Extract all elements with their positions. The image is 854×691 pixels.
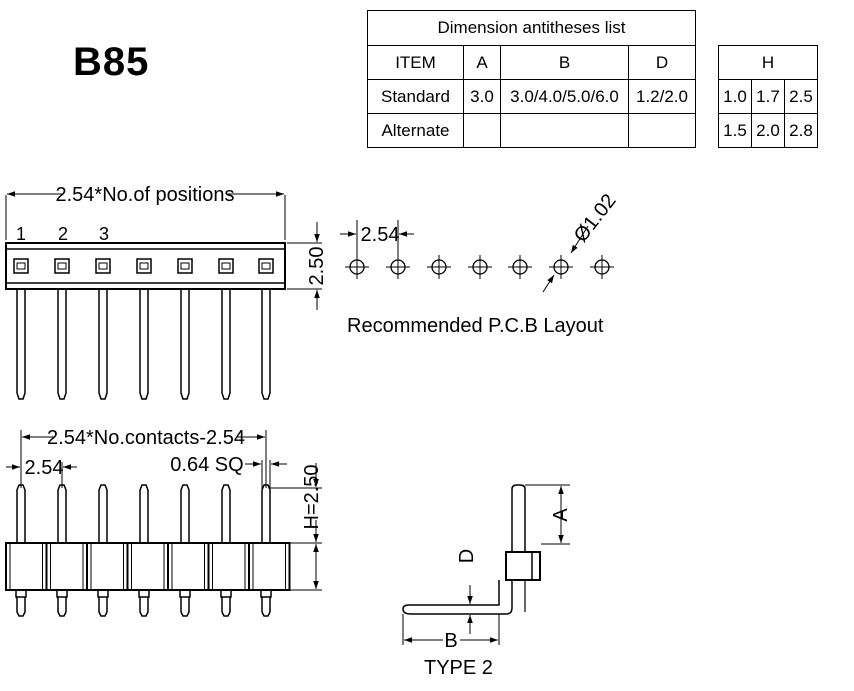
side-d-label: D [456, 549, 478, 563]
contact-square-inner [57, 262, 67, 270]
dimension-table: Dimension antitheses list ITEM A B D Sta… [367, 10, 696, 148]
front-pin-lower [16, 597, 26, 617]
front-pin-collar [220, 589, 232, 598]
table-cell: 3.0 [463, 79, 501, 114]
front-view [5, 430, 322, 617]
housing-segment [86, 542, 129, 591]
table-row: Alternate [367, 113, 696, 148]
pin-number-2: 2 [58, 224, 68, 244]
housing-segment [126, 542, 169, 591]
table-row: 1.0 1.7 2.5 [718, 79, 818, 114]
front-pin-lower [261, 597, 271, 617]
front-pin-upper [180, 484, 190, 543]
front-pin-lower [180, 597, 190, 617]
front-pin-lower [221, 597, 231, 617]
contact-square [177, 258, 193, 274]
side-view [402, 484, 570, 645]
table-cell: 1.7 [751, 79, 785, 114]
table-cell: 2.0 [751, 113, 785, 148]
front-pin-size-label: 0.64 SQ [170, 454, 243, 476]
contact-square-inner [139, 262, 149, 270]
header-d: D [628, 45, 696, 80]
pcb-hole-label: Ø1.02 [570, 190, 621, 246]
front-pin-upper [98, 484, 108, 543]
front-pin-lower [139, 597, 149, 617]
top-width-label: 2.54*No.of positions [55, 184, 234, 206]
front-height-label: H=2.50 [301, 464, 323, 529]
top-pin [98, 289, 108, 400]
housing-segment [167, 542, 210, 591]
front-pin-collar [179, 589, 191, 598]
top-height-label: 2.50 [306, 247, 328, 286]
table-cell: 1.0 [718, 79, 752, 114]
contact-square [218, 258, 234, 274]
top-pin [261, 289, 271, 400]
pcb-layout-caption: Recommended P.C.B Layout [347, 315, 604, 337]
front-span-label: 2.54*No.contacts-2.54 [47, 427, 245, 449]
dimension-table-title: Dimension antitheses list [367, 10, 696, 46]
housing-segment [5, 542, 48, 591]
table-cell [500, 113, 629, 148]
top-pin [57, 289, 67, 400]
pcb-pitch-label: 2.54 [361, 224, 400, 246]
front-pin-upper [261, 484, 271, 543]
contact-square [13, 258, 29, 274]
header-a: A [463, 45, 501, 80]
table-cell: 3.0/4.0/5.0/6.0 [500, 79, 629, 114]
contact-square-inner [221, 262, 231, 270]
front-pin-collar [97, 589, 109, 598]
top-pin [180, 289, 190, 400]
dimension-table-header-row: ITEM A B D [367, 45, 696, 80]
front-pin-collar [15, 589, 27, 598]
table-cell [628, 113, 696, 148]
contact-square-inner [98, 262, 108, 270]
pin-number-1: 1 [16, 224, 26, 244]
front-pitch-label: 2.54 [25, 457, 64, 479]
front-pin-upper [221, 484, 231, 543]
contact-square [136, 258, 152, 274]
contact-square-inner [261, 262, 271, 270]
header-item: ITEM [367, 45, 464, 80]
table-cell: 1.2/2.0 [628, 79, 696, 114]
contact-square [54, 258, 70, 274]
top-pin [16, 289, 26, 400]
front-pin-collar [56, 589, 68, 598]
front-pin-collar [138, 589, 150, 598]
housing-segment [207, 542, 250, 591]
h-table: H 1.0 1.7 2.5 1.5 2.0 2.8 [718, 45, 818, 148]
housing-segment [45, 542, 88, 591]
top-pin [221, 289, 231, 400]
contact-square-inner [16, 262, 26, 270]
table-row: Standard 3.0 3.0/4.0/5.0/6.0 1.2/2.0 [367, 79, 696, 114]
pcb-layout [340, 220, 614, 293]
side-a-label: A [550, 508, 572, 522]
table-cell: Standard [367, 79, 464, 114]
contact-square [258, 258, 274, 274]
table-cell [463, 113, 501, 148]
pin-number-3: 3 [99, 224, 109, 244]
front-pin-upper [57, 484, 67, 543]
table-cell: Alternate [367, 113, 464, 148]
top-view [5, 191, 322, 400]
top-pin [139, 289, 149, 400]
front-pin-lower [57, 597, 67, 617]
front-pin-lower [98, 597, 108, 617]
side-b-label: B [444, 630, 457, 652]
contact-square [95, 258, 111, 274]
housing-segment [248, 542, 291, 591]
side-view-caption: TYPE 2 [424, 657, 493, 679]
h-table-header: H [718, 45, 818, 80]
front-pin-upper [139, 484, 149, 543]
front-pin-collar [260, 589, 272, 598]
contact-square-inner [180, 262, 190, 270]
table-row: 1.5 2.0 2.8 [718, 113, 818, 148]
table-cell: 2.8 [784, 113, 818, 148]
table-cell: 1.5 [718, 113, 752, 148]
part-number: B85 [73, 40, 150, 84]
front-pin-upper [16, 484, 26, 543]
